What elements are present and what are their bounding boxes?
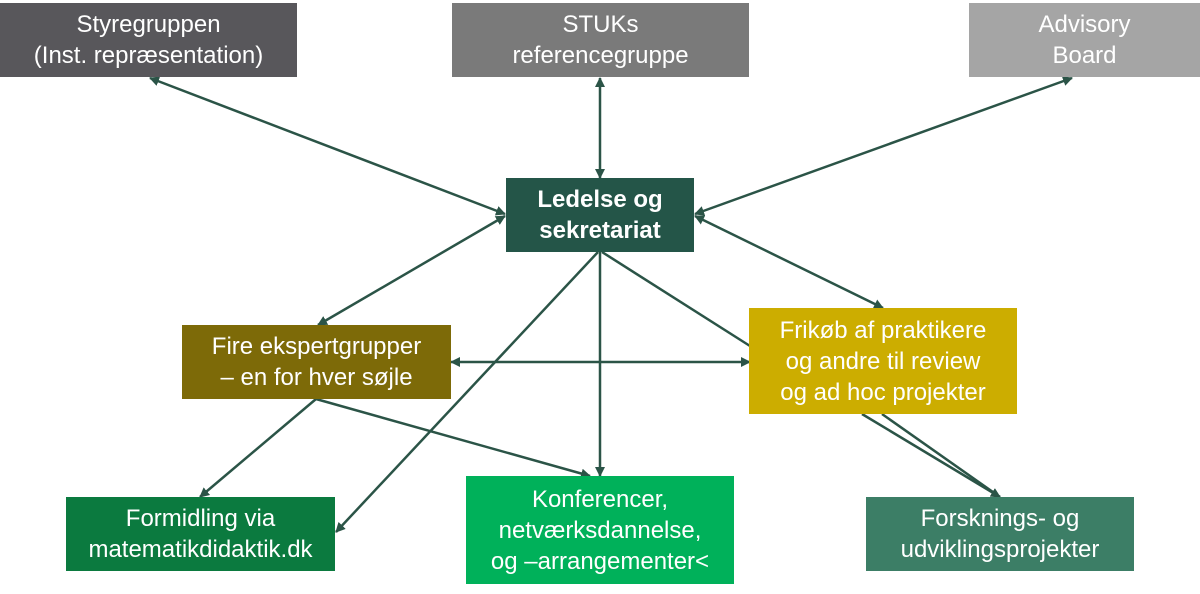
node-formidling: Formidling via matematikdidaktik.dk — [66, 497, 335, 571]
edge-ledelse-frikob-plain — [601, 250, 751, 348]
node-fire-ekspertgrupper: Fire ekspertgrupper – en for hver søjle — [182, 325, 451, 399]
node-advisory: Advisory Board — [969, 3, 1200, 77]
edge-ledelse-frikob — [694, 214, 884, 310]
edge-ledelse-formidling — [335, 251, 599, 533]
node-frikob: Frikøb af praktikere og andre til review… — [749, 308, 1017, 414]
edge-advisory-ledelse — [694, 76, 1073, 216]
node-stuks: STUKs referencegruppe — [452, 3, 749, 77]
node-frikob-line-3: og ad hoc projekter — [780, 378, 986, 406]
edge-styregruppen-ledelse — [149, 76, 506, 216]
node-styregruppen: Styregruppen (Inst. repræsentation) — [0, 3, 297, 77]
node-stuks-line-1: STUKs — [562, 11, 639, 38]
node-konferencer-line-2: netværksdannelse, — [498, 516, 702, 544]
node-stuks-line-2: referencegruppe — [512, 42, 689, 69]
node-frikob-line-2: og andre til review — [785, 347, 981, 375]
edge-fire-konferencer — [315, 397, 591, 479]
node-formidling-line-2: matematikdidaktik.dk — [88, 536, 313, 563]
edge-fire-formidling — [199, 398, 317, 498]
node-styregruppen-line-1: Styregruppen — [76, 11, 221, 38]
node-konferencer-line-3: og –arrangementer< — [490, 547, 710, 575]
node-formidling-line-1: Formidling via — [125, 505, 276, 532]
node-frikob-line-1: Frikøb af praktikere — [779, 316, 987, 344]
node-ledelse: Ledelse og sekretariat — [506, 178, 694, 252]
node-ledelse-line-1: Ledelse og — [537, 186, 663, 213]
node-konferencer: Konferencer, netværksdannelse, og –arran… — [466, 476, 734, 584]
node-styregruppen-line-2: (Inst. repræsentation) — [33, 42, 264, 69]
node-forskning-line-1: Forsknings- og — [920, 505, 1080, 532]
node-forskning-line-2: udviklingsprojekter — [900, 536, 1100, 563]
node-advisory-line-2: Board — [1052, 42, 1117, 69]
node-advisory-line-1: Advisory — [1038, 11, 1131, 38]
node-forskning: Forsknings- og udviklingsprojekter — [866, 497, 1134, 571]
node-fire-line-1: Fire ekspertgrupper — [211, 333, 422, 360]
node-ledelse-line-2: sekretariat — [539, 217, 661, 244]
edge-frikob-forskning-b — [881, 412, 1001, 499]
node-konferencer-line-1: Konferencer, — [531, 485, 669, 513]
node-fire-line-2: – en for hver søjle — [220, 364, 413, 391]
edge-ledelse-fire — [317, 214, 506, 327]
edge-frikob-forskning-a — [861, 412, 1001, 499]
